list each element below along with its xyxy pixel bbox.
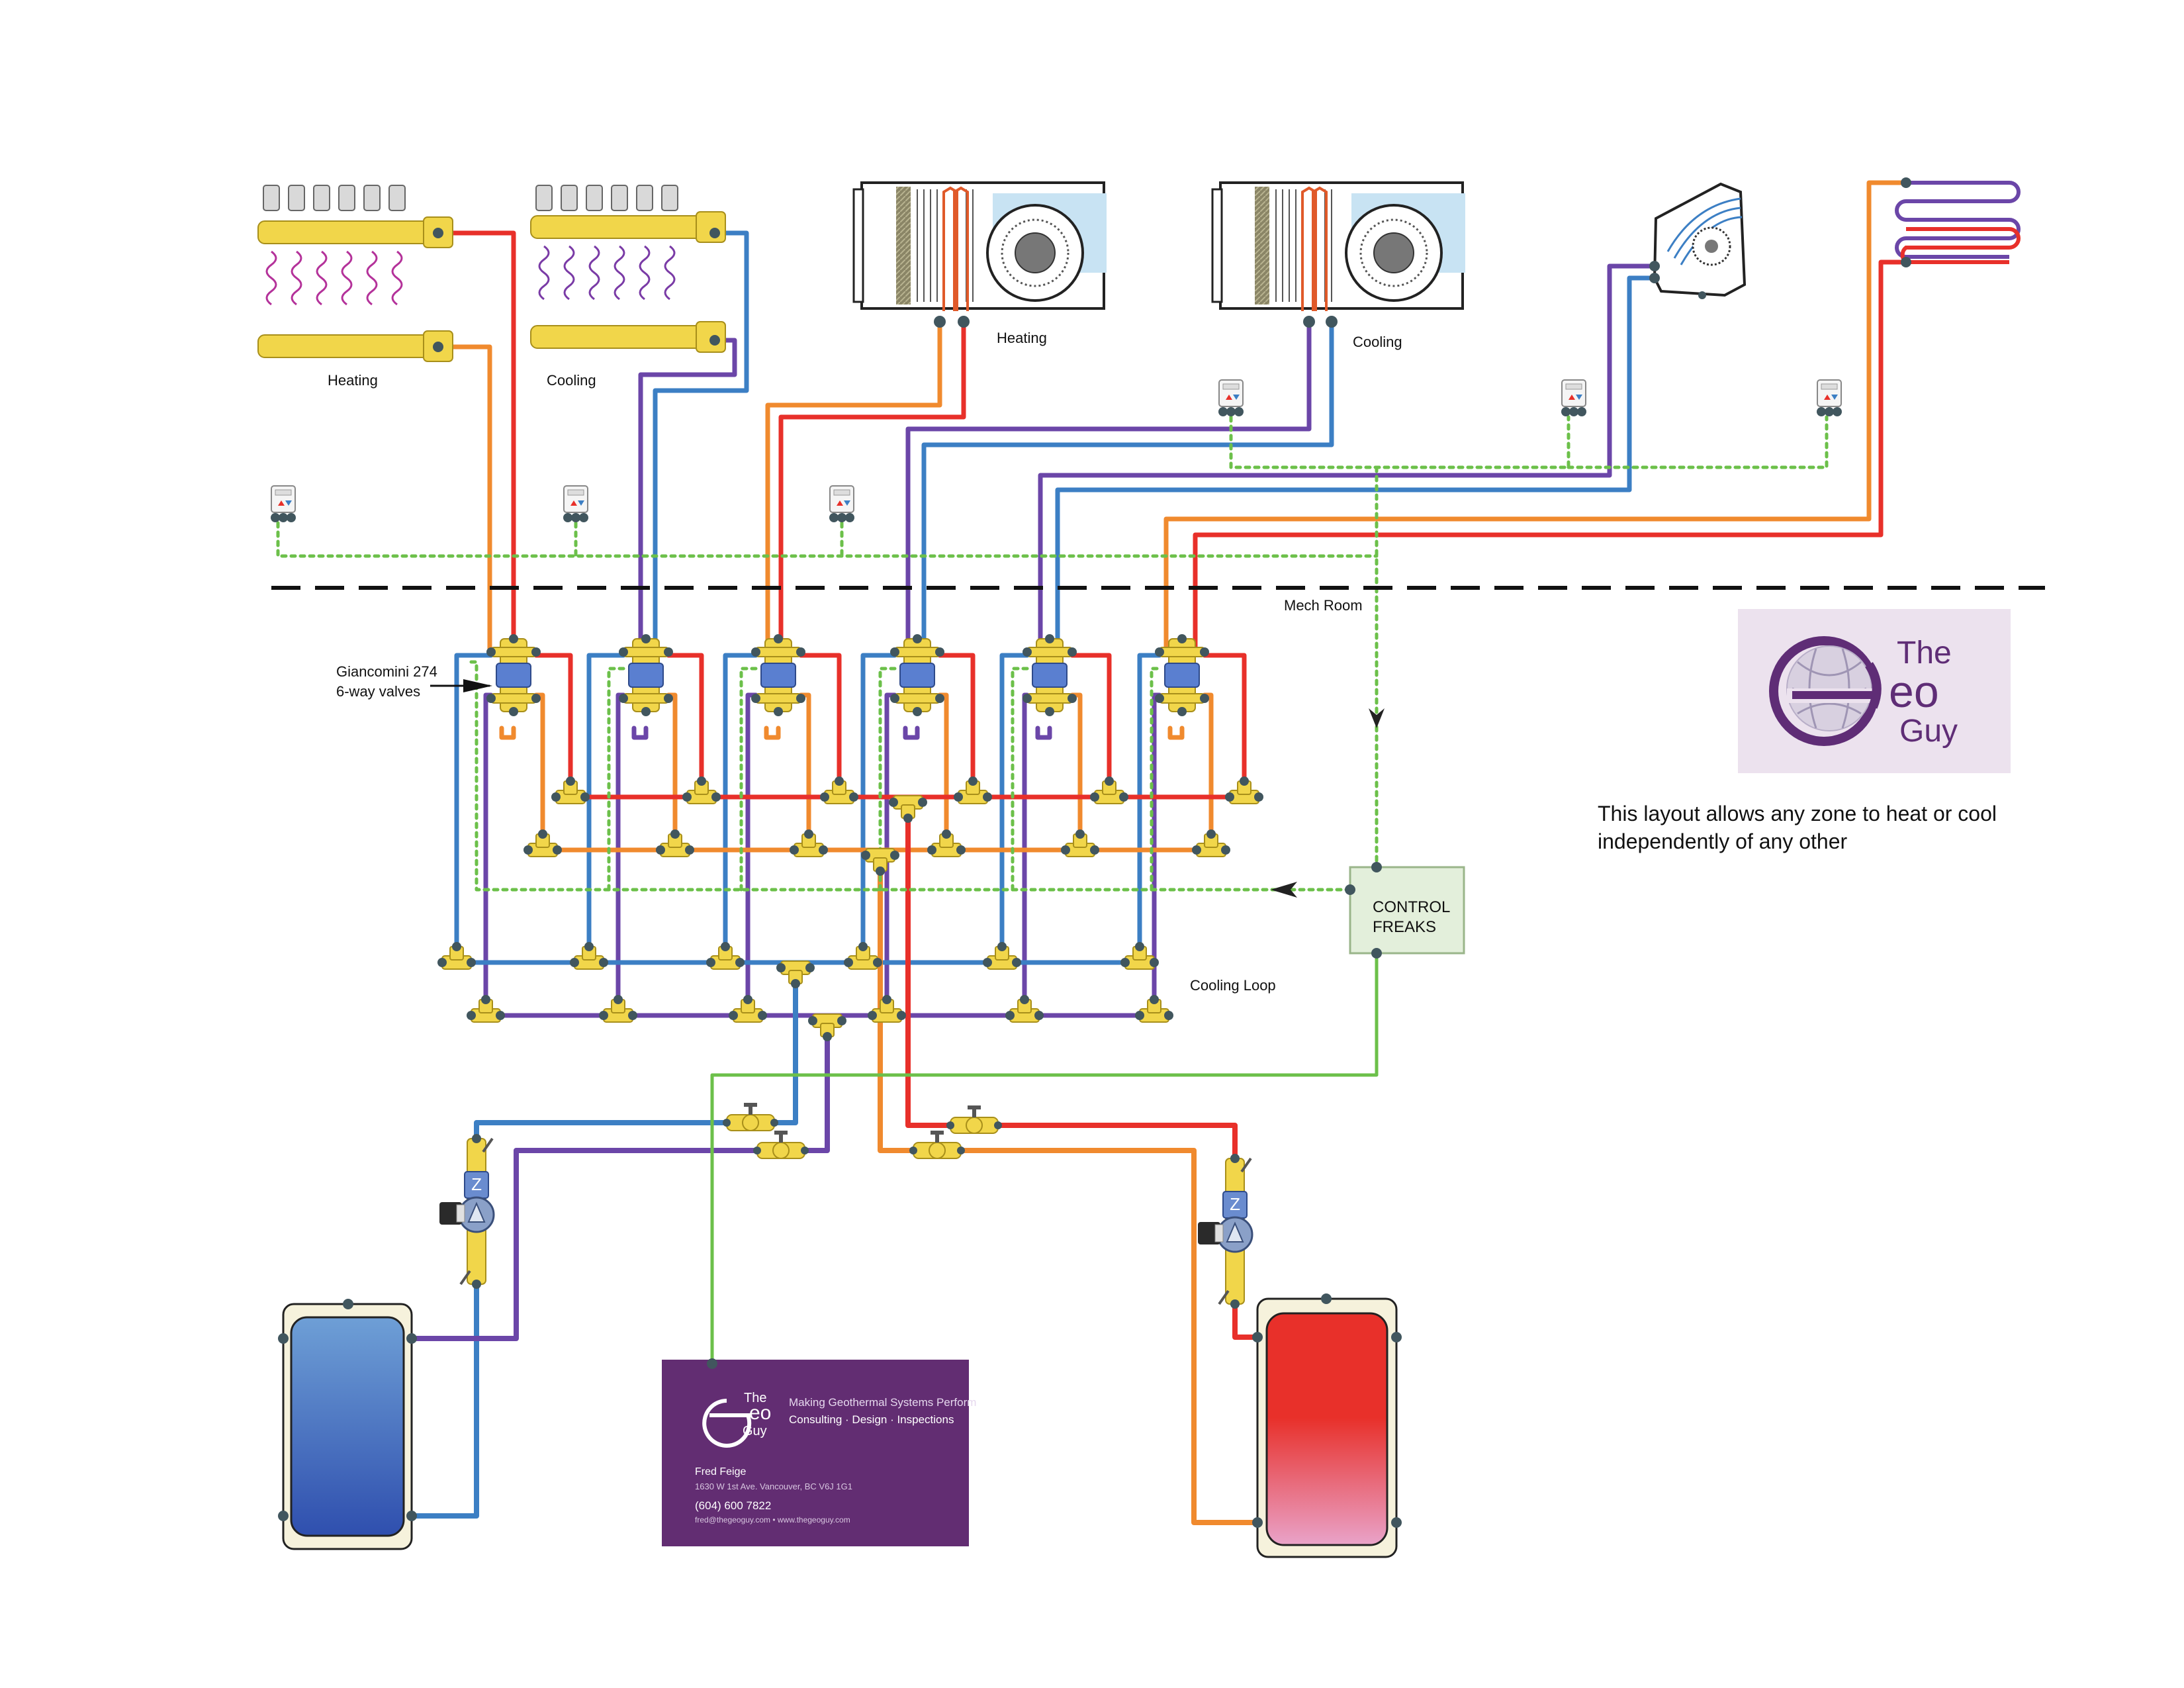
fancoil-heating-label: Heating [997, 330, 1047, 346]
six-way-valve[interactable] [751, 633, 806, 717]
description-line1: This layout allows any zone to heat or c… [1598, 802, 1997, 825]
fancoil-cooling: Cooling [1211, 181, 1465, 350]
card-the: The [744, 1391, 766, 1405]
ball-valve[interactable] [722, 1102, 779, 1131]
pipe-manifold-heating-return [435, 344, 492, 651]
six-way-valve[interactable] [1154, 633, 1210, 717]
card-services: Consulting · Design · Inspections [789, 1413, 954, 1426]
pipe-panel-supply [1193, 259, 1909, 651]
pipe-fancoil-cooling-return [905, 319, 1312, 651]
hot-main-return [878, 865, 1260, 1525]
valves-label-line1: Giancomini 274 [336, 663, 437, 680]
arrow-to-control [1369, 708, 1385, 728]
arrow-to-valves [1271, 882, 1297, 898]
thermostat-icon[interactable] [1218, 379, 1244, 417]
valve-return-loops [499, 726, 1185, 740]
pipe-manifold-cooling-supply [653, 230, 749, 651]
logo-the: The [1897, 635, 1952, 671]
valves-label-line2: 6-way valves [336, 683, 420, 700]
valve-hot-branches [533, 653, 1247, 837]
six-way-valve[interactable] [486, 633, 541, 717]
thermostat-icon[interactable] [829, 485, 855, 523]
isolation-valves [722, 1102, 1003, 1159]
control-box-line1: CONTROL [1373, 898, 1450, 916]
wall-unit [1649, 182, 1747, 299]
globe-logo-mark [1769, 636, 1985, 746]
card-address: 1630 W 1st Ave. Vancouver, BC V6J 1G1 [695, 1481, 852, 1491]
piping [414, 180, 1909, 1525]
six-way-valve[interactable] [889, 633, 945, 717]
cooling-loop-label: Cooling Loop [1190, 977, 1276, 994]
card-tagline: Making Geothermal Systems Perform [789, 1396, 976, 1409]
card-name: Fred Feige [695, 1466, 746, 1477]
cold-buffer-tank [278, 1299, 417, 1550]
cold-header-tees [437, 941, 1174, 1042]
six-way-valve[interactable] [618, 633, 674, 717]
pipe-fancoil-cooling-supply [921, 319, 1334, 651]
logo-guy: Guy [1899, 714, 1958, 749]
pump-cold[interactable] [438, 1133, 495, 1290]
six-way-valve[interactable] [1022, 633, 1077, 717]
manifold-actuators [535, 185, 678, 211]
pipe-fancoil-heating-supply [778, 319, 966, 651]
ball-valve[interactable] [909, 1130, 966, 1159]
card-guy: Guy [743, 1424, 767, 1438]
thermostat-icon[interactable] [563, 485, 589, 523]
six-way-valves [486, 633, 1210, 717]
cold-main-return [414, 1030, 830, 1341]
manifold-actuators [263, 185, 406, 211]
pipe-panel-return [1163, 180, 1909, 651]
card-web: fred@thegeoguy.com • www.thegeoguy.com [695, 1515, 850, 1524]
fancoil-heating: Heating [852, 181, 1107, 346]
pipe-fancoil-heating-return [765, 319, 942, 651]
control-box-line2: FREAKS [1373, 918, 1436, 936]
pipe-wallunit-supply [1055, 275, 1657, 651]
card-phone: (604) 600 7822 [695, 1499, 771, 1512]
manifold-cooling: Cooling [530, 185, 726, 389]
pipe-manifold-heating-supply [435, 230, 516, 651]
description-line2: independently of any other [1598, 829, 1848, 853]
pipe-wallunit-return [1038, 263, 1657, 651]
ball-valve[interactable] [752, 1130, 809, 1159]
card-eo: eo [749, 1402, 771, 1424]
thermostat-icon[interactable] [1561, 379, 1587, 417]
business-card: The eo Guy Making Geothermal Systems Per… [662, 1358, 976, 1546]
hot-buffer-tank [1252, 1293, 1402, 1558]
control-freaks-box[interactable]: CONTROL FREAKS [1345, 862, 1465, 959]
control-wire-main [710, 951, 1379, 1366]
thermostat-icon[interactable] [270, 485, 296, 523]
thermostat-icon[interactable] [1816, 379, 1843, 417]
ball-valve[interactable] [946, 1105, 1003, 1134]
manifold-cooling-label: Cooling [547, 372, 596, 389]
radiant-panel [1895, 177, 2021, 267]
manifold-heating: Heating [257, 185, 453, 389]
mech-room-label: Mech Room [1284, 597, 1363, 614]
logo-eo: eo [1889, 667, 1939, 717]
manifold-heating-label: Heating [328, 372, 378, 389]
hot-main-supply [905, 812, 1260, 1340]
pipe-manifold-cooling-return [638, 338, 737, 651]
geo-guy-logo: The eo Guy [1738, 609, 2011, 773]
pump-hot[interactable] [1197, 1152, 1253, 1310]
card-logo-mark [702, 1399, 752, 1448]
thermostat-wiring [276, 415, 1829, 898]
fancoil-cooling-label: Cooling [1353, 334, 1402, 350]
